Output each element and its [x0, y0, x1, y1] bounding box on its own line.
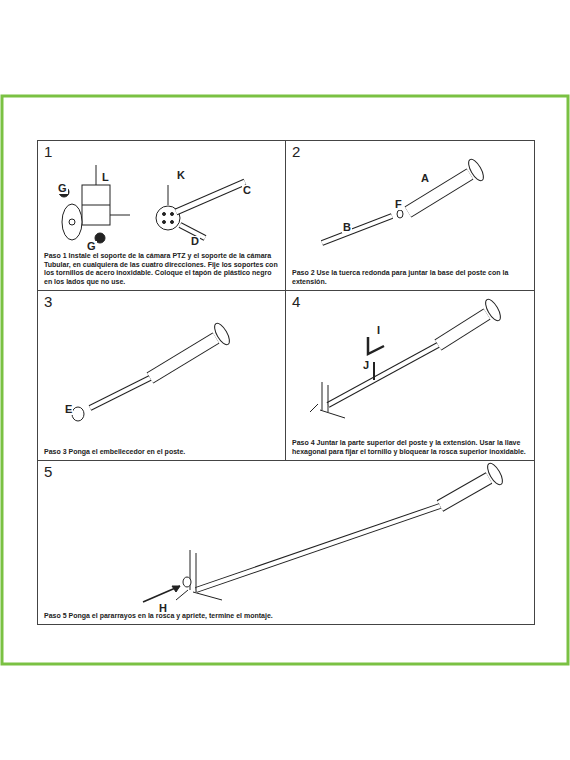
step-panel: 5Paso 5 Ponga el pararrayos en la rosca … [37, 460, 535, 625]
step-caption: Paso 5 Ponga el pararrayos en la rosca y… [44, 612, 528, 620]
part-letter: B [342, 222, 352, 233]
step-number: 2 [292, 143, 300, 160]
step-caption: Paso 2 Use la tuerca redonda para juntar… [292, 269, 528, 286]
part-letter: D [190, 236, 200, 247]
part-letter: G [86, 241, 97, 252]
part-letter: A [420, 173, 430, 184]
part-letter: G [57, 183, 68, 194]
part-letter: J [362, 360, 370, 371]
part-letter: K [176, 170, 186, 181]
step-caption: Paso 4 Juntar la parte superior del post… [292, 439, 528, 456]
part-letter: E [64, 404, 73, 415]
step-panel: 2Paso 2 Use la tuerca redonda para junta… [285, 140, 535, 291]
part-letter: C [242, 185, 252, 196]
part-letter: F [394, 199, 403, 210]
step-number: 4 [292, 293, 300, 310]
step-number: 5 [44, 463, 52, 480]
step-panel: 1Paso 1 Instale el soporte de la cámara … [37, 140, 286, 291]
step-number: 1 [44, 143, 52, 160]
step-caption: Paso 1 Instale el soporte de la cámara P… [44, 252, 279, 286]
part-letter: H [158, 603, 168, 614]
step-caption: Paso 3 Ponga el embellecedor en el poste… [44, 448, 279, 456]
step-panel: 3Paso 3 Ponga el embellecedor en el post… [37, 290, 286, 461]
part-letter: L [101, 172, 110, 183]
part-letter: I [376, 325, 381, 336]
step-panel: 4Paso 4 Juntar la parte superior del pos… [285, 290, 535, 461]
step-number: 3 [44, 293, 52, 310]
